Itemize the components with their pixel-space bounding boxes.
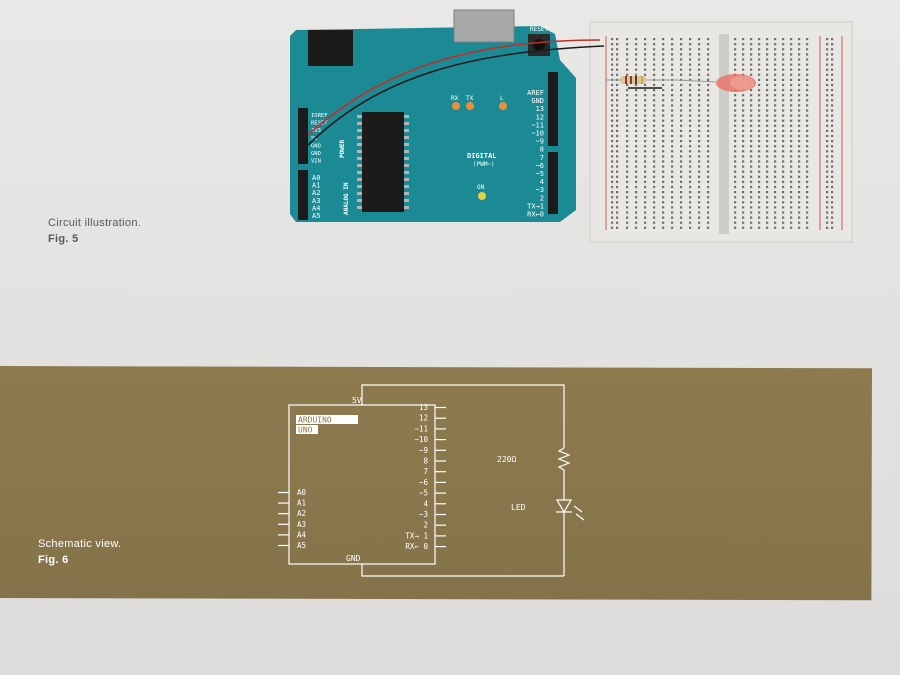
led-symbol xyxy=(555,499,585,576)
circuit-illustration: RESET RX TX L ON DIGITAL (PWM~) POWER AN… xyxy=(290,9,853,243)
power-pin-label: 3V3 xyxy=(311,128,321,134)
breadboard xyxy=(589,21,853,243)
figure-6-caption-text: Schematic view. xyxy=(38,538,122,550)
digital-label: DIGITAL xyxy=(467,152,497,160)
reset-label: RESET xyxy=(530,26,548,33)
schematic-left-pin-label: A0 xyxy=(297,488,307,497)
resistor-symbol xyxy=(557,447,571,500)
figure-6-caption: Schematic view. Fig. 6 xyxy=(38,538,121,566)
schematic-right-pin-label: 8 xyxy=(423,457,428,466)
schematic-right-pin-label: 7 xyxy=(423,467,428,476)
schematic-left-pin-label: A1 xyxy=(297,499,306,508)
digital-pin-label: 13 xyxy=(536,105,544,113)
schematic-right-pin-label: ~9 xyxy=(419,446,428,455)
digital-pin-label: ~9 xyxy=(536,138,544,146)
arduino-board: RESET RX TX L ON DIGITAL (PWM~) POWER AN… xyxy=(290,9,576,222)
digital-pin-label: 12 xyxy=(536,113,544,121)
digital-pin-label: GND xyxy=(531,97,544,105)
schematic-right-pin-label: ~10 xyxy=(414,435,428,444)
led-label: LED xyxy=(511,503,526,512)
led-component xyxy=(675,74,756,92)
digital-pin-label: 8 xyxy=(540,146,544,154)
schematic-left-pin-label: A4 xyxy=(297,530,307,539)
digital-pin-label: ~6 xyxy=(536,162,544,170)
figure-6-label: Fig. 6 xyxy=(38,554,69,566)
schematic-diagram: 5V GND ARDUINO UNO 220Ω LED 13 12~11 ~10 ~9… xyxy=(278,384,585,577)
l-led-label: L xyxy=(500,95,504,102)
digital-pin-label: RX←0 xyxy=(527,211,544,219)
digital-pin-label: 2 xyxy=(540,194,544,202)
schematic-uno-label: UNO xyxy=(298,426,313,435)
analog-pin-label: A4 xyxy=(312,204,320,212)
digital-pin-label: 4 xyxy=(540,178,544,186)
schematic-right-pin-label: 13 xyxy=(419,403,428,412)
power-pin-label: VIN xyxy=(311,159,321,165)
schematic-right-pin-label: ~3 xyxy=(419,510,428,519)
power-pin-label: GND xyxy=(311,151,321,157)
analog-pin-label: A5 xyxy=(312,212,320,220)
schematic-right-pin-label: ~5 xyxy=(419,489,428,498)
wires xyxy=(307,39,662,146)
resistor-value-label: 220Ω xyxy=(497,455,516,464)
schematic-gnd-label: GND xyxy=(346,554,361,563)
tx-led-label: TX xyxy=(466,95,474,102)
schematic-arduino-label: ARDUINO xyxy=(298,416,332,425)
schematic-right-pin-label: ~11 xyxy=(414,424,428,433)
schematic-left-pin-label: A3 xyxy=(297,520,306,529)
schematic-5v-label: 5V xyxy=(352,396,362,405)
power-pin-label: GND xyxy=(311,143,321,149)
analog-pin-label: A2 xyxy=(312,189,320,197)
digital-pin-label: AREF xyxy=(527,89,544,97)
digital-pin-label: ~5 xyxy=(536,170,544,178)
digital-pin-label: TX→1 xyxy=(527,202,544,210)
analog-pin-label: A0 xyxy=(312,174,320,182)
digital-pin-label: 7 xyxy=(540,154,544,162)
schematic-right-pin-label: ~6 xyxy=(419,478,429,487)
analog-pin-label: A1 xyxy=(312,182,320,190)
pwm-label: (PWM~) xyxy=(473,161,495,168)
power-pin-label: RESET xyxy=(311,121,328,127)
schematic-right-pin-label: RX← 0 xyxy=(405,542,428,551)
on-label: ON xyxy=(477,184,485,191)
rx-led-label: RX xyxy=(451,95,459,102)
digital-pin-label: ~11 xyxy=(531,121,544,129)
digital-pin-label: ~3 xyxy=(536,186,544,194)
figure-5-caption-text: Circuit illustration. xyxy=(48,217,142,229)
resistor-component xyxy=(606,76,676,84)
power-pin-label: IOREF xyxy=(311,113,328,119)
power-label: POWER xyxy=(339,140,346,158)
figure-5-caption: Circuit illustration. Fig. 5 xyxy=(48,217,141,245)
schematic-right-pin-label: TX→ 1 xyxy=(405,531,428,540)
schematic-right-pin-label: 2 xyxy=(423,521,428,530)
digital-pin-label: ~10 xyxy=(531,130,544,138)
analog-in-label: ANALOG IN xyxy=(343,182,350,215)
figure-5-label: Fig. 5 xyxy=(48,233,79,245)
schematic-right-pin-label: 4 xyxy=(423,499,428,508)
schematic-left-pin-label: A2 xyxy=(297,509,306,518)
analog-pin-label: A3 xyxy=(312,197,320,205)
schematic-right-pin-label: 12 xyxy=(419,414,428,423)
schematic-left-pin-label: A5 xyxy=(297,541,306,550)
